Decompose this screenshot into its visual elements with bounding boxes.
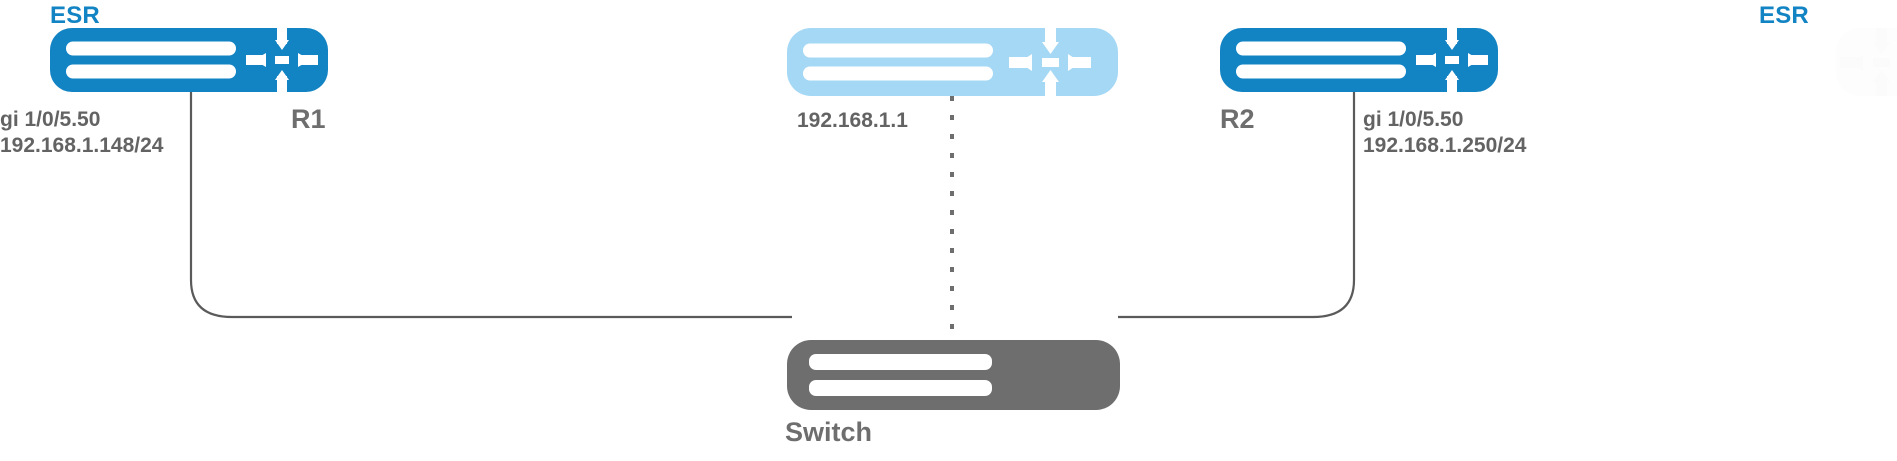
gateway-router-bars xyxy=(803,43,993,81)
r2-router-arrows-icon xyxy=(1416,28,1488,92)
r2-router-bar-1 xyxy=(1236,41,1406,56)
ghost-router-icon xyxy=(1836,28,1897,96)
r2-esr-badge: ESR xyxy=(1759,2,1809,29)
r1-router-bar-1 xyxy=(66,41,236,56)
r1-router-bar-2 xyxy=(66,64,236,79)
r1-router-arrows-icon xyxy=(246,28,318,92)
r1-router-icon[interactable] xyxy=(50,28,328,92)
gateway-ip-label: 192.168.1.1 xyxy=(797,109,908,132)
r2-router-bar-2 xyxy=(1236,64,1406,79)
switch-bars xyxy=(809,354,992,396)
r2-router-icon[interactable] xyxy=(1220,28,1498,92)
link-r2-switch xyxy=(1118,92,1356,319)
switch-device-name: Switch xyxy=(785,417,873,447)
r1-esr-badge: ESR xyxy=(50,2,100,29)
r2-interface-label: gi 1/0/5.50 xyxy=(1363,108,1464,131)
r1-router-bars xyxy=(66,41,236,79)
r2-device-name: R2 xyxy=(1220,104,1255,134)
gateway-router-bar-1 xyxy=(803,43,993,58)
gateway-router-arrows-icon xyxy=(1009,28,1091,96)
ghost-router-arrows-icon xyxy=(1840,28,1890,96)
switch-bar-1 xyxy=(809,354,992,370)
r2-ip-label: 192.168.1.250/24 xyxy=(1363,134,1527,157)
link-r1-switch xyxy=(189,92,792,319)
r1-ip-label: 192.168.1.148/24 xyxy=(0,134,164,157)
switch-bar-2 xyxy=(809,380,992,396)
gateway-router-bar-2 xyxy=(803,66,993,81)
r1-interface-label: gi 1/0/5.50 xyxy=(0,108,101,131)
gateway-router-icon[interactable] xyxy=(787,28,1118,96)
switch-icon[interactable] xyxy=(787,340,1120,410)
r2-router-bars xyxy=(1236,41,1406,79)
r1-device-name: R1 xyxy=(291,104,326,134)
